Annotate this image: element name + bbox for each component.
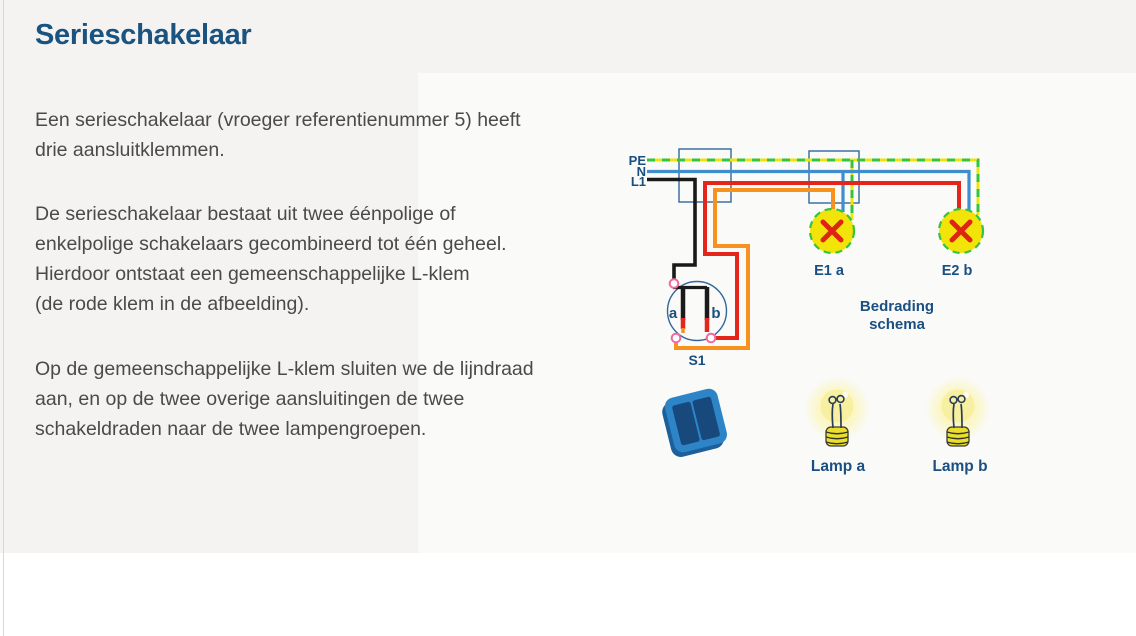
lamp-b-filament-loop-left (949, 395, 958, 405)
caption-schema: schema (869, 316, 926, 333)
lamp-a-filament-loop-right (836, 394, 845, 404)
lamp-a-icon (804, 376, 870, 447)
label-n: N (637, 164, 646, 179)
label-s1: S1 (688, 352, 705, 368)
label-l1: L1 (631, 174, 646, 189)
lamp-b-base (946, 426, 970, 447)
label-pe: PE (629, 153, 647, 168)
switch-terminal-top (668, 278, 680, 289)
line-wire-black (647, 177, 697, 281)
switch-icon-rocker-left (672, 401, 700, 446)
label-lamp-a: Lamp a (811, 458, 866, 475)
switch-contact-bars-black (680, 287, 710, 320)
label-contact-a: a (669, 305, 678, 322)
lamp-a-filament (831, 403, 842, 429)
switch-symbol-circle (666, 280, 728, 342)
page-title: Serieschakelaar (35, 19, 252, 51)
switch-contact-bars-red (680, 318, 710, 332)
pe-wire-green-dash (647, 158, 980, 215)
lamp-b-filament-loop-right (957, 394, 966, 404)
switch-icon-rocker-right (692, 396, 720, 441)
series-switch-icon (662, 388, 728, 457)
lamp-a-threads (825, 431, 849, 445)
left-border-line (3, 0, 4, 636)
neutral-wire (647, 169, 971, 211)
diagram-panel (418, 73, 1136, 553)
lamp-b-icon (925, 376, 991, 447)
wiring-diagram: PE N L1 E1 a E2 b Bedrading schema S1 a … (629, 148, 991, 475)
switched-wire-orange (674, 188, 835, 350)
paragraph-wiring: Op de gemeenschappelijke L-klem sluiten … (35, 357, 534, 440)
paragraph-construction: De serieschakelaar bestaat uit twee éénp… (35, 202, 507, 315)
lamp-a-globe (820, 389, 854, 423)
lamp-b-globe (941, 389, 975, 423)
lamp-symbol-e2b-cross (949, 219, 973, 243)
lamp-b-threads (946, 431, 970, 445)
lamp-a-filament-loop-left (828, 395, 837, 405)
label-e2b: E2 b (942, 263, 973, 279)
label-lamp-b: Lamp b (932, 458, 987, 475)
lamp-symbol-e1a-cross (820, 219, 844, 243)
label-contact-b: b (711, 305, 720, 322)
common-wire-red (703, 181, 961, 340)
lamp-b-filament (952, 403, 963, 429)
switch-terminal-a (670, 332, 682, 344)
lamp-a-base (825, 426, 849, 447)
paragraph-intro: Een serieschakelaar (vroeger referentien… (35, 108, 521, 161)
switch-terminal-b (705, 332, 717, 344)
caption-bedrading: Bedrading (860, 298, 934, 315)
label-e1a: E1 a (814, 263, 845, 279)
